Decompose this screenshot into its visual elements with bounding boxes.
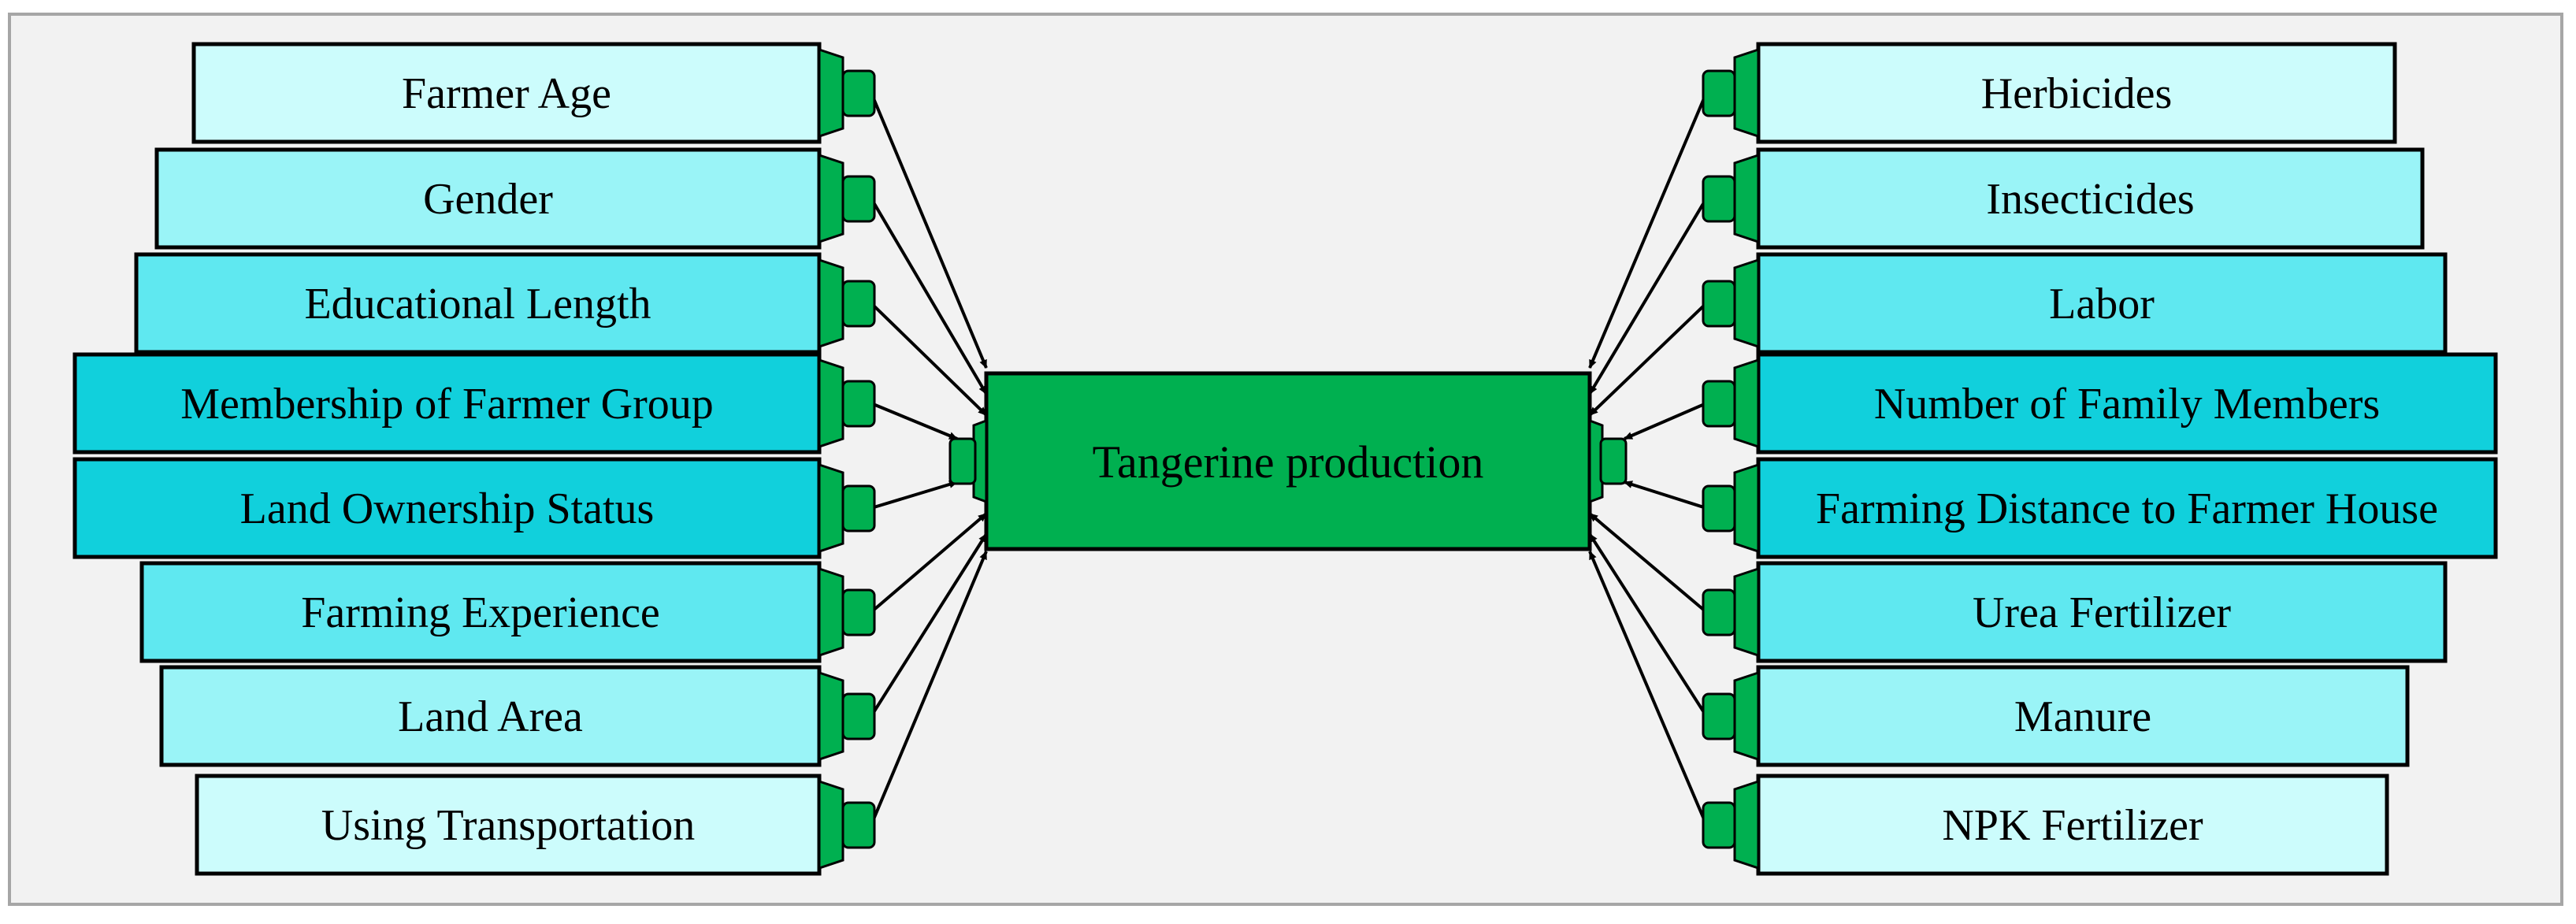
left-arrow-3 — [870, 402, 958, 440]
left-factor-label: Membership of Farmer Group — [180, 380, 714, 429]
right-factor-label: Farming Distance to Farmer House — [1816, 484, 2438, 533]
left-factor-connector — [818, 779, 876, 870]
right-factor-label: Manure — [2014, 692, 2151, 741]
center-left-connector — [948, 418, 988, 504]
right-factor-label: Urea Fertilizer — [1973, 588, 2231, 637]
center-node: Tangerine production — [948, 371, 1628, 551]
right-factor-connector — [1702, 670, 1760, 762]
right-factor-box — [1756, 147, 2425, 250]
right-factor-4: Farming Distance to Farmer House — [1702, 457, 2498, 559]
center-box — [984, 371, 1592, 551]
right-arrow-2 — [1588, 302, 1708, 417]
left-factor-label: Gender — [423, 175, 553, 224]
arrows-layer — [870, 92, 1708, 826]
left-factor-box — [72, 457, 822, 559]
right-factor-7: NPK Fertilizer — [1702, 774, 2389, 876]
left-factor-box — [72, 352, 822, 455]
right-arrow-1 — [1588, 197, 1708, 395]
right-arrow-5 — [1588, 512, 1708, 614]
right-factor-label: Number of Family Members — [1874, 380, 2380, 429]
right-factor-6: Manure — [1702, 665, 2410, 767]
right-factor-connector — [1702, 153, 1760, 244]
left-factor-connector — [818, 670, 876, 762]
left-factor-3: Membership of Farmer Group — [72, 352, 876, 455]
right-factor-label: Insecticides — [1986, 175, 2194, 224]
center-right-connector — [1588, 418, 1628, 504]
left-factor-label: Land Ownership Status — [240, 484, 655, 533]
left-factor-connector — [818, 358, 876, 449]
left-factor-connector — [818, 566, 876, 658]
right-factor-2: Labor — [1702, 252, 2448, 354]
left-factor-connector — [818, 47, 876, 139]
left-arrow-2 — [870, 302, 988, 417]
right-arrow-6 — [1588, 533, 1708, 718]
right-arrow-3 — [1624, 402, 1707, 440]
left-factor-1: Gender — [154, 147, 876, 250]
right-factor-connector — [1702, 462, 1760, 554]
left-factor-4: Land Ownership Status — [72, 457, 876, 559]
right-factor-connector — [1702, 779, 1760, 870]
right-arrow-0 — [1588, 92, 1708, 369]
right-factor-1: Insecticides — [1702, 147, 2425, 250]
left-arrow-4 — [870, 481, 958, 510]
left-arrow-0 — [870, 92, 988, 369]
right-factor-connector — [1702, 47, 1760, 139]
left-arrow-1 — [870, 197, 988, 395]
left-factor-5: Farming Experience — [139, 561, 876, 663]
left-factor-connector — [818, 462, 876, 554]
left-factor-2: Educational Length — [134, 252, 876, 354]
right-factor-5: Urea Fertilizer — [1702, 561, 2448, 663]
right-factor-box — [1756, 774, 2389, 876]
left-factor-label: Land Area — [398, 692, 583, 741]
left-arrow-7 — [870, 551, 988, 826]
left-factor-connector — [818, 153, 876, 244]
left-factor-label: Educational Length — [304, 280, 651, 328]
left-factor-label: Using Transportation — [321, 801, 696, 850]
right-factor-box — [1756, 561, 2448, 663]
right-factor-box — [1756, 457, 2498, 559]
right-arrow-4 — [1624, 481, 1707, 510]
left-factor-box — [195, 774, 822, 876]
left-factor-connector — [818, 258, 876, 349]
right-factor-label: NPK Fertilizer — [1942, 801, 2203, 850]
right-factor-3: Number of Family Members — [1702, 352, 2498, 455]
left-factor-label: Farming Experience — [301, 588, 660, 637]
left-factor-box — [191, 42, 822, 144]
right-factor-label: Herbicides — [1981, 69, 2173, 118]
left-factor-box — [159, 665, 822, 767]
right-factor-0: Herbicides — [1702, 42, 2397, 144]
left-factor-6: Land Area — [159, 665, 876, 767]
left-factor-0: Farmer Age — [191, 42, 876, 144]
left-factor-box — [154, 147, 822, 250]
left-factor-box — [139, 561, 822, 663]
left-factor-label: Farmer Age — [402, 69, 611, 118]
right-factor-connector — [1702, 258, 1760, 349]
left-factor-7: Using Transportation — [195, 774, 876, 876]
right-factor-box — [1756, 252, 2448, 354]
right-factor-connector — [1702, 358, 1760, 449]
left-arrow-6 — [870, 533, 988, 718]
left-arrow-5 — [870, 512, 988, 614]
right-factor-connector — [1702, 566, 1760, 658]
center-label: Tangerine production — [1093, 436, 1484, 488]
right-arrow-7 — [1588, 551, 1708, 826]
right-factor-label: Labor — [2049, 280, 2155, 328]
